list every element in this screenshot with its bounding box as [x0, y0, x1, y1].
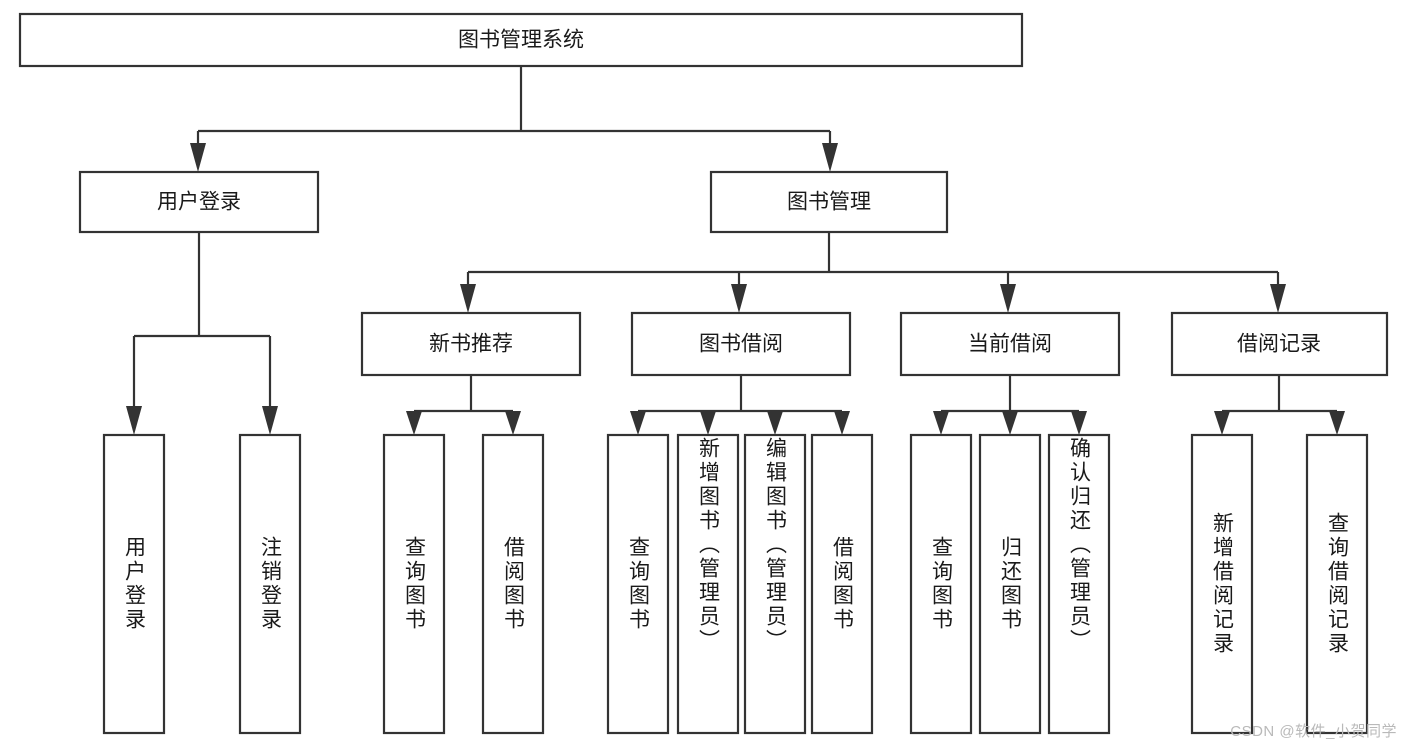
node-user-login[interactable]: 用户登录 — [78, 170, 320, 234]
arrow-head-icon — [834, 411, 850, 435]
node-book-manage-label: 图书管理 — [787, 191, 871, 214]
leaf-edit-book-box[interactable] — [743, 433, 807, 735]
connector-book-manage-to-level3 — [460, 232, 1286, 313]
leaf-borrow-book-2-box[interactable] — [810, 433, 874, 735]
leaf-query-book-3-box[interactable] — [909, 433, 973, 735]
connector-current-borrow-to-leaves — [933, 375, 1087, 435]
node-new-book-rec-label: 新书推荐 — [429, 333, 513, 356]
leaf-borrow-book-1-box[interactable] — [481, 433, 545, 735]
arrow-head-icon — [126, 406, 142, 435]
arrow-head-icon — [406, 411, 422, 435]
node-root-box[interactable] — [18, 12, 1024, 68]
leaf-query-record-box[interactable] — [1305, 433, 1369, 735]
node-borrow-record-label: 借阅记录 — [1237, 333, 1321, 356]
node-current-borrow-box[interactable] — [899, 311, 1121, 377]
leaf-user-logout-box[interactable] — [238, 433, 302, 735]
arrow-head-icon — [190, 143, 206, 172]
arrow-head-icon — [933, 411, 949, 435]
leaf-add-book-box[interactable] — [676, 433, 740, 735]
arrow-head-icon — [262, 406, 278, 435]
arrow-head-icon — [1000, 284, 1016, 313]
arrow-head-icon — [630, 411, 646, 435]
node-current-borrow[interactable]: 当前借阅 — [899, 311, 1121, 377]
node-borrow-record[interactable]: 借阅记录 — [1170, 311, 1389, 377]
arrow-head-icon — [767, 411, 783, 435]
arrow-head-icon — [1329, 411, 1345, 435]
watermark-text: CSDN @软件_小贺同学 — [1230, 723, 1397, 740]
node-root-label: 图书管理系统 — [458, 29, 584, 52]
connector-book-borrow-to-leaves — [630, 375, 850, 435]
node-book-manage[interactable]: 图书管理 — [709, 170, 949, 234]
leaf-add-record-box[interactable] — [1190, 433, 1254, 735]
leaf-return-book-box[interactable] — [978, 433, 1042, 735]
arrow-head-icon — [505, 411, 521, 435]
connector-new-book-rec-to-leaves — [406, 375, 521, 435]
node-new-book-rec[interactable]: 新书推荐 — [360, 311, 582, 377]
arrow-head-icon — [700, 411, 716, 435]
arrow-head-icon — [731, 284, 747, 313]
arrow-head-icon — [460, 284, 476, 313]
node-user-login-label: 用户登录 — [157, 191, 241, 214]
arrow-head-icon — [1071, 411, 1087, 435]
node-root[interactable]: 图书管理系统 — [18, 12, 1024, 68]
connector-root-to-level2 — [190, 66, 838, 172]
connector-borrow-record-to-leaves — [1214, 375, 1345, 435]
node-new-book-rec-box[interactable] — [360, 311, 582, 377]
leaf-confirm-return-box[interactable] — [1047, 433, 1111, 735]
arrow-head-icon — [1270, 284, 1286, 313]
leaf-query-book-2-box[interactable] — [606, 433, 670, 735]
node-current-borrow-label: 当前借阅 — [968, 333, 1052, 356]
leaf-query-book-1-box[interactable] — [382, 433, 446, 735]
node-book-borrow[interactable]: 图书借阅 — [630, 311, 852, 377]
arrow-head-icon — [1002, 411, 1018, 435]
arrow-head-icon — [822, 143, 838, 172]
node-book-borrow-label: 图书借阅 — [699, 333, 783, 356]
node-user-login-box[interactable] — [78, 170, 320, 234]
leaf-user-login-box[interactable] — [102, 433, 166, 735]
connector-user-login-to-leaves — [126, 232, 278, 435]
arrow-head-icon — [1214, 411, 1230, 435]
